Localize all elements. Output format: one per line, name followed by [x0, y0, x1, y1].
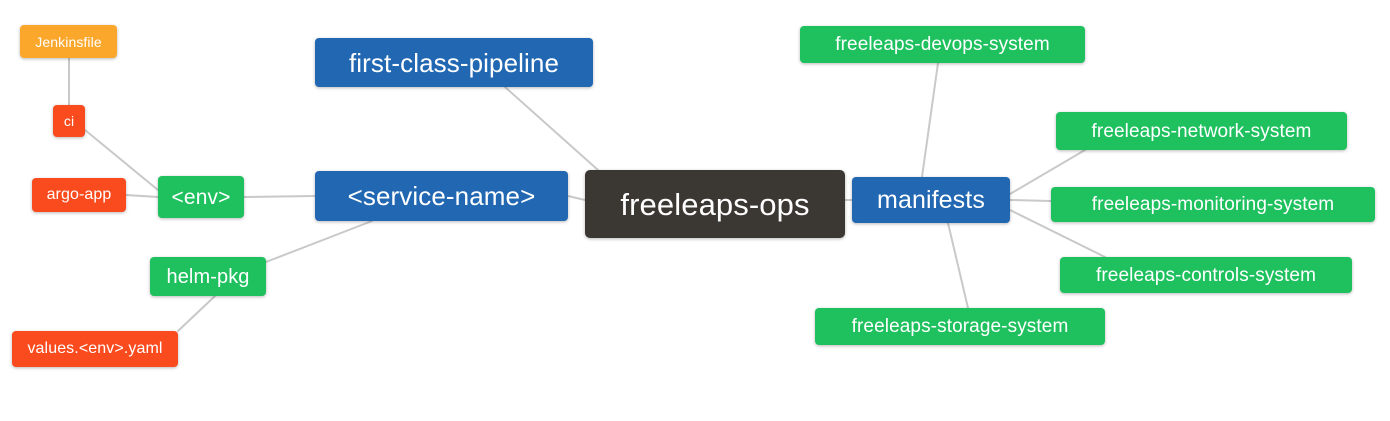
node-label: freeleaps-storage-system [851, 316, 1069, 337]
node-label: freeleaps-devops-system [835, 34, 1050, 55]
edge-first-class-pipeline-to-freeleaps-ops [504, 86, 599, 171]
node-freeleaps-controls-system[interactable]: freeleaps-controls-system [1060, 257, 1352, 293]
node-env[interactable]: <env> [158, 176, 244, 218]
node-label: <service-name> [347, 181, 536, 211]
edge-helm-pkg-to-service-name [265, 220, 373, 263]
node-freeleaps-network-system[interactable]: freeleaps-network-system [1056, 112, 1347, 150]
edge-argo-app-to-env [125, 194, 159, 198]
edge-env-to-service-name [243, 195, 316, 198]
node-first-class-pipeline[interactable]: first-class-pipeline [315, 38, 593, 87]
node-jenkinsfile[interactable]: Jenkinsfile [20, 25, 117, 58]
node-label: argo-app [46, 186, 112, 203]
node-freeleaps-devops-system[interactable]: freeleaps-devops-system [800, 26, 1085, 63]
edge-manifests-to-freeleaps-devops-system [921, 62, 939, 178]
node-helm-pkg[interactable]: helm-pkg [150, 257, 266, 296]
node-manifests[interactable]: manifests [852, 177, 1010, 223]
node-label: manifests [877, 185, 985, 214]
node-argo-app[interactable]: argo-app [32, 178, 126, 212]
node-label: values.<env>.yaml [27, 340, 163, 357]
node-label: freeleaps-ops [620, 186, 810, 222]
node-label: <env> [171, 185, 231, 209]
node-label: helm-pkg [166, 265, 250, 288]
node-label: freeleaps-network-system [1091, 120, 1312, 142]
node-values-env-yaml[interactable]: values.<env>.yaml [12, 331, 178, 367]
node-label: freeleaps-monitoring-system [1091, 194, 1335, 215]
node-label: freeleaps-controls-system [1095, 264, 1317, 286]
node-label: first-class-pipeline [348, 47, 560, 78]
node-freeleaps-storage-system[interactable]: freeleaps-storage-system [815, 308, 1105, 345]
node-ci[interactable]: ci [53, 105, 85, 137]
edge-service-name-to-freeleaps-ops [567, 195, 586, 201]
node-label: Jenkinsfile [35, 33, 102, 50]
node-freeleaps-ops[interactable]: freeleaps-ops [585, 170, 845, 238]
node-freeleaps-monitoring-system[interactable]: freeleaps-monitoring-system [1051, 187, 1375, 222]
edge-manifests-to-freeleaps-monitoring-system [1009, 199, 1052, 202]
node-service-name[interactable]: <service-name> [315, 171, 568, 221]
edge-manifests-to-freeleaps-storage-system [947, 222, 969, 309]
node-label: ci [63, 113, 75, 129]
edge-values-env-yaml-to-helm-pkg [177, 295, 216, 332]
